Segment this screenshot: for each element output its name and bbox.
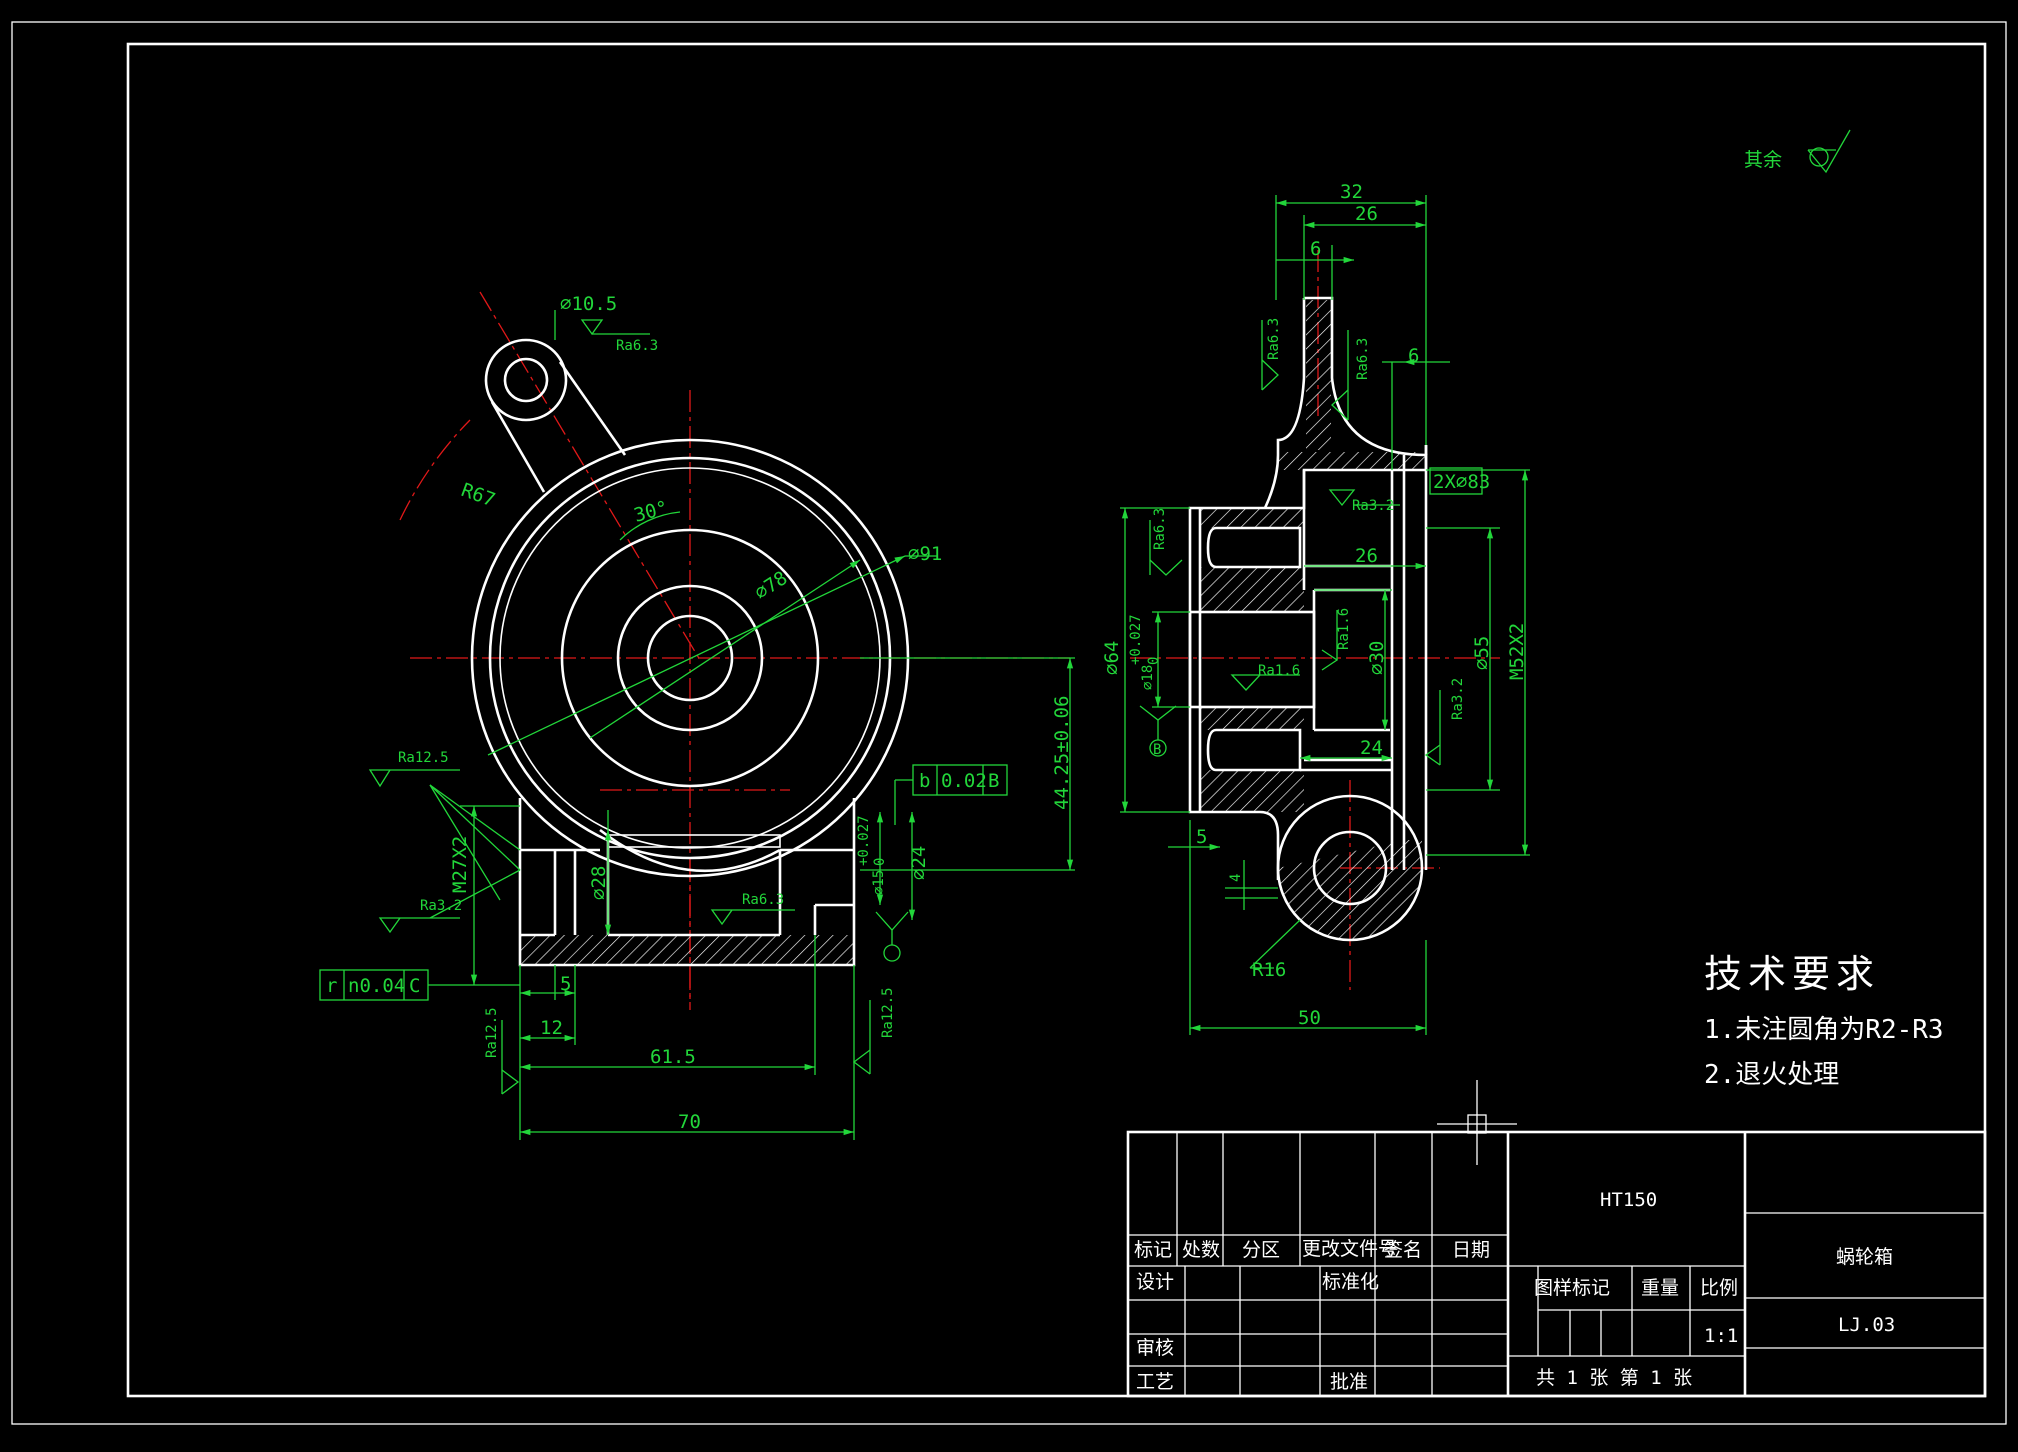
datum-b-icon (1149, 739, 1167, 757)
tech-req-item-2: 2.退火处理 (1704, 1060, 1839, 1090)
dim-615: 61.5 (650, 1046, 696, 1068)
design-label: 设计 (1136, 1271, 1174, 1293)
base-hatch (555, 935, 854, 965)
ra63-base: Ra6.3 (742, 892, 784, 908)
dim-d91: ⌀91 (908, 543, 942, 565)
ratio-label: 比例 (1700, 1277, 1738, 1299)
other-surfaces-label: 其余 (1744, 149, 1782, 171)
dim-r16: R16 (1252, 959, 1286, 981)
dim-d18-tol: +0.027 (1128, 614, 1144, 665)
ra125-top: Ra12.5 (398, 750, 449, 766)
dim-50: 50 (1298, 1007, 1321, 1029)
ra32: Ra3.2 (420, 898, 462, 914)
dim-26-top: 26 (1355, 203, 1378, 225)
dim-h4425: 44.25±0.06 (1051, 696, 1073, 810)
approve-label: 批准 (1330, 1371, 1368, 1393)
dim-4: 4 (1228, 874, 1244, 882)
tech-requirements: 技术要求 1.未注圆角为R2-R3 2.退火处理 (1704, 952, 1944, 1090)
title-block (1126, 1130, 1987, 1398)
hdr-count: 处数 (1182, 1239, 1220, 1261)
finish-symbol-icon (1807, 129, 1851, 174)
drawing-no: LJ.03 (1838, 1314, 1895, 1336)
front-view: ⌀10.5 Ra6.3 R67 30° ⌀78 ⌀91 Ra12.5 M27X2… (319, 291, 1075, 1140)
ra16-a: Ra1.6 (1258, 663, 1300, 679)
arm-hole (503, 357, 549, 403)
dim-d15: ⌀15 (871, 870, 887, 895)
hdr-sign: 签名 (1384, 1239, 1422, 1261)
dim-d64: ⌀64 (1101, 641, 1123, 675)
dim-d18: ⌀18 (1140, 665, 1156, 690)
dim-d24: ⌀24 (908, 846, 930, 880)
ra-hole: Ra6.3 (616, 338, 658, 354)
datum-c-icon (883, 944, 901, 962)
surface-finish-note: 其余 (1744, 129, 1851, 174)
ra32-side: Ra3.2 (1352, 498, 1394, 514)
tol-c-datum: C (409, 975, 420, 997)
ra63-a: Ra6.3 (1266, 318, 1282, 360)
material: HT150 (1600, 1189, 1657, 1211)
center-bore (646, 614, 734, 702)
dim-r67: R67 (458, 479, 498, 511)
dim-angle: 30° (632, 497, 671, 527)
hdr-mark: 标记 (1134, 1239, 1172, 1261)
tol-b-datum: B (988, 770, 999, 792)
review-label: 审核 (1136, 1337, 1174, 1359)
ra125-left: Ra12.5 (484, 1007, 500, 1058)
hdr-date: 日期 (1452, 1239, 1490, 1261)
standard-label: 标准化 (1322, 1271, 1379, 1293)
tol-frame-c: r n0.04 C (319, 969, 460, 1001)
dim-6-right: 6 (1408, 345, 1419, 367)
dim-5: 5 (560, 973, 571, 995)
tol-b-value: 0.02 (941, 770, 987, 792)
dim-70: 70 (678, 1111, 701, 1133)
tol-c-symbol: r (326, 975, 337, 997)
inner-frame (126, 42, 1987, 1398)
process-label: 工艺 (1136, 1371, 1174, 1393)
dim-d18-tol2: 0 (1146, 657, 1162, 665)
dim-hole-dia: ⌀10.5 (560, 293, 617, 315)
bore-circle-78 (560, 528, 820, 788)
dim-m27: M27X2 (449, 836, 471, 893)
dim-24: 24 (1360, 737, 1383, 759)
dim-m52: M52X2 (1506, 623, 1528, 680)
weight-label: 重量 (1641, 1277, 1679, 1299)
scale-value: 1:1 (1704, 1325, 1738, 1347)
dim-32: 32 (1340, 181, 1363, 203)
tol-b-symbol: b (919, 770, 930, 792)
r67-arc (399, 419, 471, 521)
tech-req-title: 技术要求 (1704, 952, 1880, 996)
mark-label: 图样标记 (1534, 1277, 1610, 1299)
hdr-zone: 分区 (1242, 1239, 1280, 1261)
outer-frame (11, 21, 2007, 1425)
dim-d15-tol2: 0 (872, 858, 888, 866)
part-name: 蜗轮箱 (1836, 1246, 1893, 1268)
dim-26-mid: 26 (1355, 545, 1378, 567)
ra63-c: Ra6.3 (1152, 508, 1168, 550)
dim-d30: ⌀30 (1366, 641, 1388, 675)
ra32-b: Ra3.2 (1450, 678, 1466, 720)
side-view: 32 26 6 6 Ra6.3 Ra6.3 Ra6.3 Ra3.2 2X⌀83 … (1101, 181, 1530, 1035)
tech-req-item-1: 1.未注圆角为R2-R3 (1704, 1015, 1944, 1045)
dim-d15-tol: +0.027 (856, 815, 872, 866)
ra125-right: Ra12.5 (880, 987, 896, 1038)
title-block-text: HT150 蜗轮箱 LJ.03 1:1 共 1 张 第 1 张 标记 处数 分区… (1134, 1189, 1895, 1393)
datum-b-label: B (1153, 742, 1161, 758)
dim-12: 12 (540, 1017, 563, 1039)
dim-d55: ⌀55 (1471, 636, 1493, 670)
tol-c-value: n0.04 (348, 975, 405, 997)
sheet-count: 共 1 张 第 1 张 (1536, 1367, 1692, 1389)
dim-d28: ⌀28 (588, 866, 610, 900)
dim-6-top: 6 (1310, 238, 1321, 260)
ra63-b: Ra6.3 (1355, 338, 1371, 380)
ra16-b: Ra1.6 (1336, 608, 1352, 650)
hdr-change: 更改文件号 (1302, 1238, 1397, 1260)
dim-2x83: 2X⌀83 (1433, 471, 1490, 493)
dim-5-side: 5 (1196, 826, 1207, 848)
tol-frame-b: b 0.02 B (894, 764, 1008, 825)
arm-boss (484, 338, 568, 422)
arm-centerline (479, 291, 701, 661)
